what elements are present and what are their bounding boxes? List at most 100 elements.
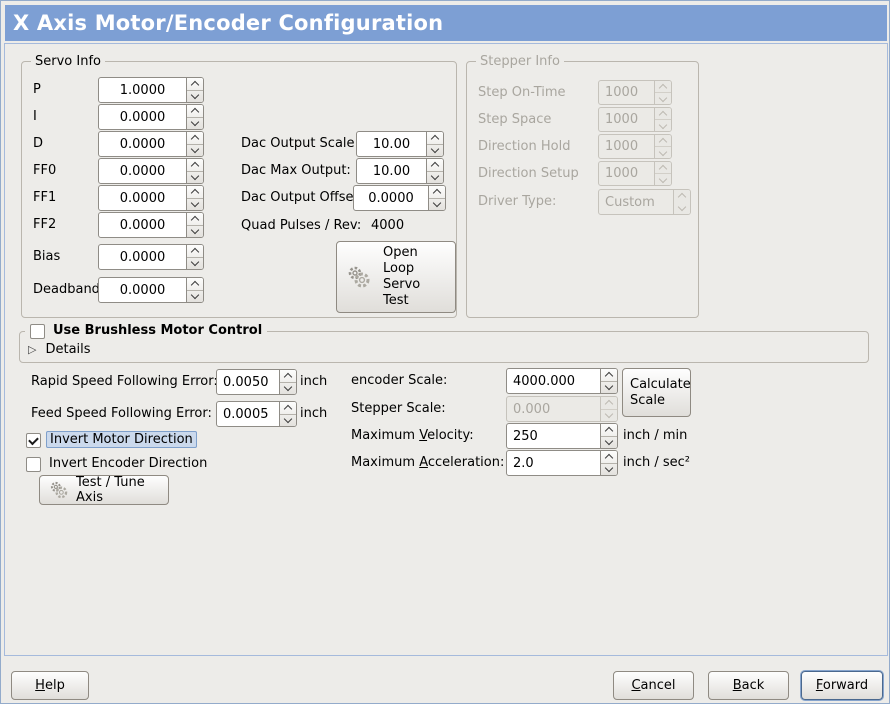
spin-up-button[interactable] [187,78,203,90]
spin-down-button[interactable] [187,116,203,130]
spinner-buttons [600,424,617,448]
step-space-value: 1000 [605,112,639,127]
test-tune-axis-button[interactable]: Test / Tune Axis [39,475,169,505]
spin-up-button[interactable] [280,370,296,382]
open-loop-servo-test-button[interactable]: Open Loop Servo Test [336,241,456,313]
spin-up-button[interactable] [601,424,617,436]
spin-down-button[interactable] [187,256,203,270]
spinner-buttons [186,213,203,237]
forward-button[interactable]: Forward [801,671,883,700]
dac-output-offset-spinbox[interactable]: 0.0000 [353,185,446,211]
direction-setup-value: 1000 [605,166,639,181]
help-button[interactable]: Help [11,671,89,700]
spin-up-button[interactable] [429,186,445,198]
spin-up-button[interactable] [187,245,203,257]
maximum-velocity-spinbox[interactable]: 250 [506,423,618,449]
invert-motor-direction-checkbox[interactable] [26,433,41,448]
open-loop-servo-test-label: Open Loop Servo Test [383,245,421,308]
driver-type-value: Custom [605,194,655,210]
chevron-down-icon [604,382,614,391]
chevron-up-icon [658,110,668,119]
cancel-button[interactable]: Cancel [613,671,694,700]
spin-down-button[interactable] [601,435,617,449]
spin-up-button[interactable] [187,213,203,225]
brushless-legend: Use Brushless Motor Control [25,323,268,339]
spinner-buttons [428,186,445,210]
chevron-down-icon [190,172,200,181]
servo-ff1-label: FF1 [33,190,57,205]
spin-down-button[interactable] [187,224,203,238]
maximum-acceleration-spinbox[interactable]: 2.0 [506,450,618,476]
spin-up-button[interactable] [601,369,617,381]
details-expander[interactable]: ▷ Details [28,342,91,357]
servo-bias-spinbox[interactable]: 0.0000 [98,244,204,270]
driver-type-combobox: Custom [598,189,691,215]
chevron-up-icon [190,80,200,89]
spin-down-button[interactable] [187,170,203,184]
spin-down-button[interactable] [280,381,296,395]
servo-ff0-label: FF0 [33,163,57,178]
quad-pulses-value: 4000 [371,218,405,233]
spin-up-button [655,108,671,119]
spin-up-button[interactable] [187,186,203,198]
feed-following-error-label: Feed Speed Following Error: [31,406,212,421]
spin-down-button[interactable] [187,197,203,211]
servo-ff2-spinbox[interactable]: 0.0000 [98,212,204,238]
combo-up-arrow [674,190,690,202]
spin-down-button[interactable] [280,413,296,427]
dac-max-output-spinbox[interactable]: 10.00 [356,158,444,184]
chevron-down-icon [190,258,200,267]
spin-up-button[interactable] [187,105,203,117]
spin-down-button[interactable] [187,89,203,103]
servo-ff1-value: 0.0000 [119,190,166,206]
spin-down-button[interactable] [601,380,617,394]
dac-output-scale-spinbox[interactable]: 10.00 [356,131,444,157]
rapid-following-error-label: Rapid Speed Following Error: [31,374,218,389]
spin-up-button[interactable] [601,451,617,463]
spin-down-button [655,173,671,185]
feed-following-error-spinbox[interactable]: 0.0005 [216,401,297,427]
spin-down-button[interactable] [187,143,203,157]
chevron-up-icon [190,188,200,197]
servo-deadband-spinbox[interactable]: 0.0000 [98,277,204,303]
spinner-buttons [600,451,617,475]
spin-up-button [655,135,671,146]
maximum-acceleration-unit: inch / sec² [623,455,691,470]
servo-d-spinbox[interactable]: 0.0000 [98,131,204,157]
spin-down-button[interactable] [427,170,443,184]
spin-down-button[interactable] [187,289,203,303]
spin-up-button[interactable] [280,402,296,414]
back-button[interactable]: Back [708,671,789,700]
encoder-scale-spinbox[interactable]: 4000.000 [506,368,618,394]
spin-down-button [655,146,671,158]
driver-type-label: Driver Type: [478,194,557,209]
spinner-buttons [186,278,203,302]
invert-encoder-direction-checkbox[interactable] [26,457,41,472]
step-space-spinbox: 1000 [598,107,672,132]
chevron-up-icon [658,164,668,173]
chevron-up-icon [604,371,614,380]
spin-up-button[interactable] [427,132,443,144]
servo-i-spinbox[interactable]: 0.0000 [98,104,204,130]
use-brushless-checkbox[interactable] [30,323,45,339]
stepper-info-frame [466,61,699,318]
spin-up-button[interactable] [427,159,443,171]
spin-up-button[interactable] [187,132,203,144]
step-on-time-spinbox: 1000 [598,80,672,105]
calculate-scale-button[interactable]: Calculate Scale [622,368,691,417]
spin-up-button [655,81,671,92]
rapid-following-error-spinbox[interactable]: 0.0050 [216,369,297,395]
servo-ff0-spinbox[interactable]: 0.0000 [98,158,204,184]
servo-p-spinbox[interactable]: 1.0000 [98,77,204,103]
spin-down-button[interactable] [429,197,445,211]
feed-following-error-value: 0.0005 [223,406,269,422]
spin-up-button[interactable] [187,278,203,290]
combo-buttons [673,190,690,214]
rapid-following-error-unit: inch [300,374,328,389]
chevron-up-icon [283,404,293,413]
spin-down-button[interactable] [427,143,443,157]
spinner-buttons [186,105,203,129]
spin-up-button[interactable] [187,159,203,171]
spin-down-button[interactable] [601,462,617,476]
servo-ff1-spinbox[interactable]: 0.0000 [98,185,204,211]
